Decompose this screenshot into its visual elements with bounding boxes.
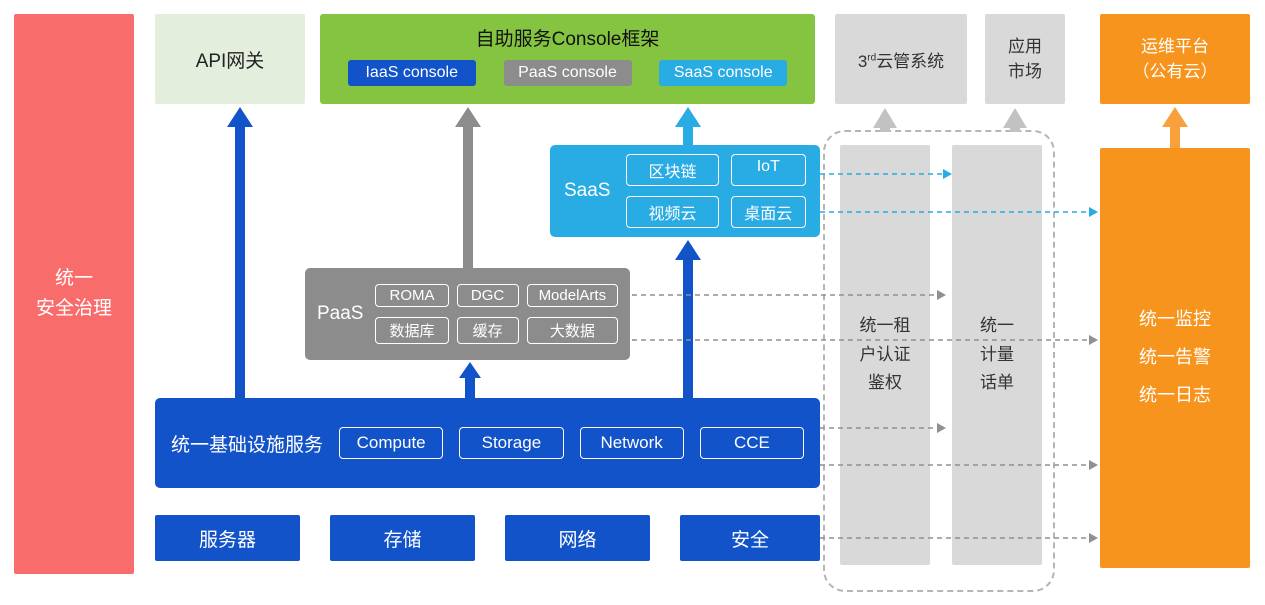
hardware-storage-label: 存储 [383, 529, 422, 551]
paas-console-chip: PaaS console [503, 60, 632, 86]
paas-service-dgc: DGC [456, 284, 519, 307]
hardware-network-label: 网络 [558, 529, 597, 551]
app-market-label: 应用 市场 [1008, 36, 1042, 82]
hardware-server-label: 服务器 [198, 529, 256, 551]
tenant-auth-bar: 统一租 户认证 鉴权 [840, 145, 930, 565]
om-platform-box: 运维平台 （公有云） [1100, 14, 1250, 104]
arrow-saas-to-console [675, 107, 701, 145]
third-party-sup: rd [867, 51, 877, 63]
api-gateway-box: API网关 [155, 14, 305, 104]
arrow-shared-to-app-market [1003, 108, 1027, 132]
tenant-auth-label: 统一租 户认证 鉴权 [859, 315, 911, 393]
security-governance-label: 统一 安全治理 [35, 267, 112, 319]
saas-services-grid: 区块链 IoT 视频云 桌面云 [626, 154, 806, 228]
infrastructure-layer-label: 统一基础设施服务 [171, 434, 324, 456]
infra-service-cce: CCE [699, 427, 805, 459]
metering-billing-bar: 统一 计量 话单 [952, 145, 1042, 565]
arrow-infra-to-api-gateway [227, 107, 253, 398]
arrow-infra-to-saas [675, 240, 701, 398]
arrow-paas-to-console [455, 107, 481, 268]
infrastructure-layer-box: 统一基础设施服务 Compute Storage Network CCE [155, 398, 820, 488]
arrow-monitor-to-om-platform [1162, 107, 1188, 148]
paas-service-database: 数据库 [375, 317, 449, 344]
paas-service-cache: 缓存 [456, 317, 519, 344]
dashed-hardware-to-monitor-arrowhead [1089, 533, 1098, 543]
infra-service-network: Network [579, 427, 684, 459]
shared-services-dashed-container [823, 130, 1055, 592]
arrow-shared-to-third-party [873, 108, 897, 132]
saas-layer-label: SaaS [564, 180, 611, 201]
infra-service-compute: Compute [339, 427, 444, 459]
paas-layer-box: PaaS ROMA DGC ModelArts 数据库 缓存 大数据 [305, 268, 630, 360]
dashed-saas-to-monitor-arrowhead [1089, 207, 1098, 217]
hardware-security-label: 安全 [730, 529, 769, 551]
security-governance-bar: 统一 安全治理 [14, 14, 134, 574]
saas-layer-box: SaaS 区块链 IoT 视频云 桌面云 [550, 145, 820, 237]
saas-service-blockchain: 区块链 [626, 154, 719, 186]
paas-service-bigdata: 大数据 [526, 317, 618, 344]
console-framework-box: 自助服务Console框架 IaaS console PaaS console … [320, 14, 815, 104]
hardware-network-box: 网络 [505, 515, 650, 561]
metering-billing-label: 统一 计量 话单 [980, 315, 1014, 393]
paas-service-modelarts: ModelArts [526, 284, 618, 307]
console-chips-row: IaaS console PaaS console SaaS console [320, 60, 815, 86]
hardware-security-box: 安全 [680, 515, 820, 561]
saas-console-chip: SaaS console [659, 60, 788, 86]
paas-layer-label: PaaS [317, 303, 364, 324]
om-platform-label: 运维平台 （公有云） [1132, 36, 1218, 82]
saas-service-iot: IoT [730, 154, 806, 186]
monitor-alarm-log-bar: 统一监控 统一告警 统一日志 [1100, 148, 1250, 568]
saas-service-desktop-cloud: 桌面云 [730, 196, 806, 228]
arrow-infra-to-paas [459, 362, 481, 398]
third-party-label: 3rd云管系统 [857, 51, 945, 71]
saas-service-video-cloud: 视频云 [626, 196, 719, 228]
monitor-alarm-log-label: 统一监控 统一告警 统一日志 [1139, 309, 1211, 405]
console-framework-title: 自助服务Console框架 [475, 29, 660, 50]
paas-service-roma: ROMA [375, 284, 449, 307]
app-market-box: 应用 市场 [985, 14, 1065, 104]
hardware-server-box: 服务器 [155, 515, 300, 561]
infra-service-storage: Storage [459, 427, 564, 459]
iaas-console-chip: IaaS console [347, 60, 476, 86]
dashed-infra-to-monitor-arrowhead [1089, 460, 1098, 470]
third-party-cloud-mgmt-box: 3rd云管系统 [835, 14, 967, 104]
api-gateway-label: API网关 [195, 50, 265, 72]
paas-services-grid: ROMA DGC ModelArts 数据库 缓存 大数据 [375, 284, 618, 344]
dashed-paas-to-monitor-arrowhead [1089, 335, 1098, 345]
infrastructure-services-row: Compute Storage Network CCE [339, 427, 805, 459]
hardware-storage-box: 存储 [330, 515, 475, 561]
